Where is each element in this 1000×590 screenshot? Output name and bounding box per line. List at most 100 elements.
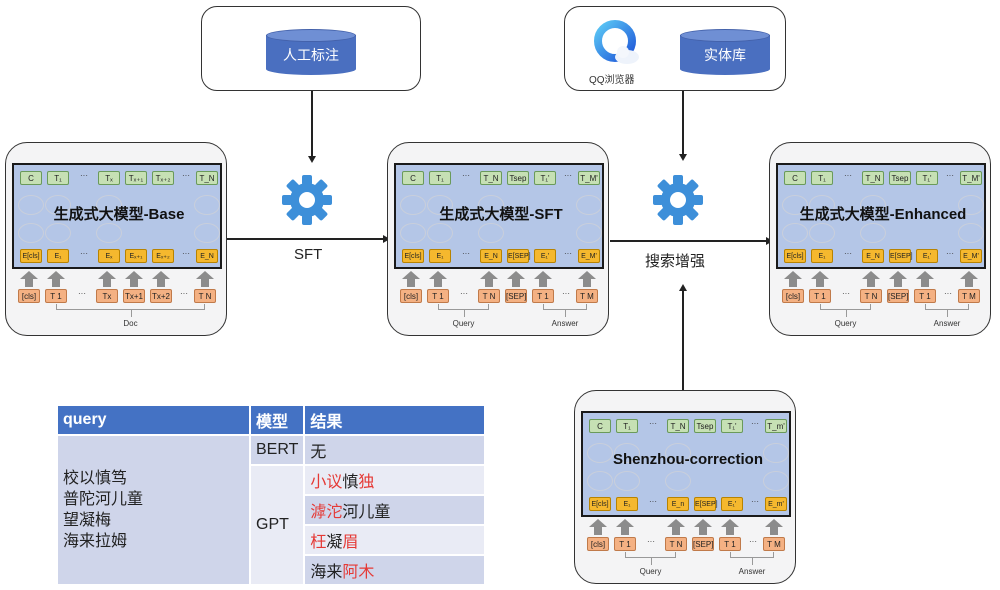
output-token: T_N xyxy=(862,171,884,185)
attention-node xyxy=(427,223,453,243)
output-token: Tsep xyxy=(694,419,716,433)
embedding-token: E[cls] xyxy=(402,249,424,263)
arrow-stem xyxy=(867,279,875,287)
ellipsis: ··· xyxy=(182,171,190,180)
arrow-head xyxy=(862,271,880,279)
arrow-head xyxy=(125,271,143,279)
input-arrow-icon xyxy=(578,271,596,287)
arrow-head xyxy=(784,271,802,279)
attention-node xyxy=(45,223,71,243)
input-arrow-icon xyxy=(98,271,116,287)
query-bracket xyxy=(438,304,489,310)
arrow-head xyxy=(196,271,214,279)
entity-label: 实体库 xyxy=(704,47,746,63)
header-result: 结果 xyxy=(304,406,486,436)
arrow-head xyxy=(889,271,907,279)
table-row: 校以慎笃 普陀河儿童 望凝梅 海来拉姆 BERT 无 xyxy=(58,435,486,586)
input-arrow-icon xyxy=(889,271,907,287)
input-token: T 1 xyxy=(719,537,741,551)
input-arrow-icon xyxy=(694,519,712,535)
input-arrow-icon xyxy=(784,271,802,287)
input-arrow-icon xyxy=(507,271,525,287)
query-caption: Query xyxy=(834,319,857,328)
arrow-head xyxy=(152,271,170,279)
bracket-stem xyxy=(845,310,847,317)
sft-gear-icon xyxy=(282,175,332,225)
attention-node xyxy=(96,223,122,243)
answer-bracket xyxy=(730,552,774,558)
kept-char: 凝 xyxy=(326,534,343,551)
search-enhance-gear-icon xyxy=(653,175,703,225)
kept-char: 慎 xyxy=(342,474,359,491)
corrected-char: 眉 xyxy=(342,534,359,551)
attention-node xyxy=(576,195,602,215)
arrow-stem xyxy=(594,527,602,535)
input-token: T 1 xyxy=(809,289,831,303)
input-token: T 1 xyxy=(914,289,936,303)
input-arrow-icon xyxy=(20,271,38,287)
ellipsis: ··· xyxy=(564,171,572,180)
corrected-char: 独 xyxy=(358,474,375,491)
attention-node xyxy=(427,195,453,215)
bracket-stem xyxy=(650,558,652,565)
input-token: T 1 xyxy=(45,289,67,303)
result-cell-gpt: 枉凝眉 xyxy=(304,525,486,556)
ellipsis: ··· xyxy=(564,249,572,258)
attention-node xyxy=(860,223,886,243)
output-token: T₁ xyxy=(616,419,638,433)
ellipsis: ··· xyxy=(946,171,954,180)
query-item: 海来拉姆 xyxy=(63,533,128,550)
attention-node xyxy=(809,223,835,243)
ellipsis: ··· xyxy=(460,289,468,298)
model-title: 生成式大模型-SFT xyxy=(439,206,563,223)
ellipsis: ··· xyxy=(944,289,952,298)
output-token: T_N xyxy=(667,419,689,433)
input-token: T N xyxy=(194,289,216,303)
bracket-stem xyxy=(463,310,465,317)
arrow-head xyxy=(667,519,685,527)
attention-node xyxy=(860,195,886,215)
output-token: C xyxy=(402,171,424,185)
query-cell: 校以慎笃 普陀河儿童 望凝梅 海来拉姆 xyxy=(58,435,251,586)
bracket-stem xyxy=(752,558,753,565)
arrow-head xyxy=(589,519,607,527)
attention-node xyxy=(763,471,789,491)
kept-char: 海来 xyxy=(310,564,343,581)
attention-node xyxy=(194,223,220,243)
arrow-stem xyxy=(130,279,138,287)
attention-node xyxy=(194,195,220,215)
embedding-token: E_M' xyxy=(960,249,982,263)
corrected-char: 阿木 xyxy=(342,564,375,581)
input-token: [cls] xyxy=(400,289,422,303)
bracket-stem xyxy=(947,310,948,317)
answer-bracket xyxy=(925,304,969,310)
input-token: T N xyxy=(665,537,687,551)
embedding-token: E₁ xyxy=(429,249,451,263)
output-token: C xyxy=(589,419,611,433)
input-arrow-icon xyxy=(916,271,934,287)
input-token: Tx xyxy=(96,289,118,303)
embedding-token: E[SEP] xyxy=(889,249,913,263)
arrow-stem xyxy=(25,279,33,287)
input-arrow-icon xyxy=(667,519,685,535)
arrow-head xyxy=(98,271,116,279)
input-token: [SEP] xyxy=(505,289,527,303)
query-caption: Query xyxy=(452,319,475,328)
attention-node xyxy=(958,223,984,243)
input-arrow-icon xyxy=(589,519,607,535)
ellipsis: ··· xyxy=(80,171,88,180)
input-arrow-icon xyxy=(402,271,420,287)
attention-node xyxy=(18,223,44,243)
arrow-head xyxy=(20,271,38,279)
arrow-stem xyxy=(965,279,973,287)
input-token: T N xyxy=(860,289,882,303)
output-token: Tsep xyxy=(889,171,911,185)
input-token: [cls] xyxy=(18,289,40,303)
arrow-stem xyxy=(816,279,824,287)
query-caption: Query xyxy=(639,567,662,576)
input-token: Tx+2 xyxy=(150,289,172,303)
input-arrow-icon xyxy=(721,519,739,535)
ellipsis: ··· xyxy=(182,249,190,258)
embedding-token: E[cls] xyxy=(784,249,806,263)
